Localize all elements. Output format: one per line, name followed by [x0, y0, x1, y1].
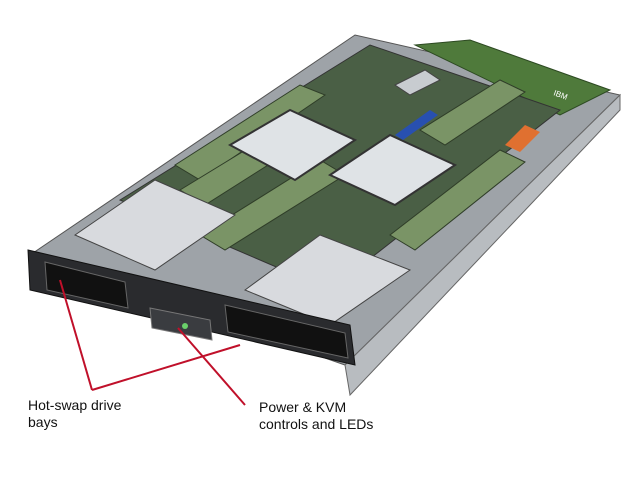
callout-power-kvm: Power & KVM controls and LEDs: [259, 399, 373, 433]
chipset-heatsink: [394, 69, 441, 96]
hard-drive: [73, 179, 237, 271]
drive-bay-left: [44, 261, 129, 309]
callout-drive-bays: Hot-swap drive bays: [28, 397, 121, 431]
callout-line-drive-bays-right: [91, 344, 241, 391]
callout-text: bays: [28, 414, 58, 430]
cpu-heatsink: [327, 133, 458, 207]
control-panel: [149, 307, 213, 341]
blue-latch: [395, 110, 438, 140]
cpu-heatsink: [227, 108, 358, 182]
drive-bay-right: [224, 304, 349, 359]
callout-line-power-kvm: [177, 327, 246, 406]
callout-line-drive-bays-left: [59, 279, 93, 391]
callout-text: controls and LEDs: [259, 416, 374, 432]
callout-text: Hot-swap drive: [28, 397, 122, 413]
chassis-side-wall: [344, 93, 621, 397]
power-led: [182, 323, 188, 329]
callout-text: Power & KVM: [259, 399, 347, 415]
orange-connector: [505, 125, 540, 152]
callout-lines: [59, 279, 246, 406]
